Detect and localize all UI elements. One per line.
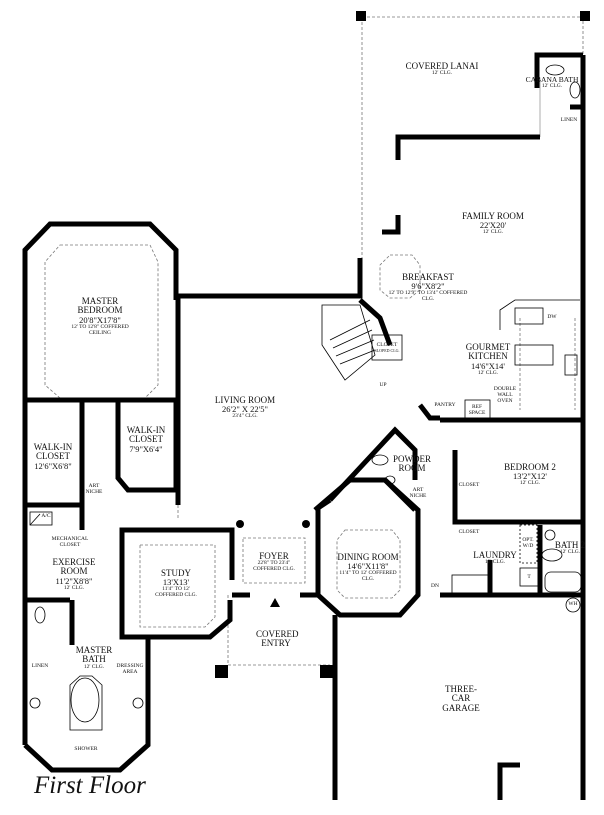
- label-opt-wd: OPT. W/D: [522, 537, 534, 549]
- label-up: UP: [379, 382, 387, 388]
- entry-arrow-icon: [270, 598, 280, 607]
- label-t: T: [527, 574, 531, 580]
- room-powder-room: POWDER ROOM: [393, 454, 431, 474]
- stair-treads: [329, 319, 376, 365]
- label-ac: A/C: [41, 513, 51, 519]
- room-three-car-garage: THREE-CAR GARAGE: [442, 684, 480, 713]
- label-double-wall-oven: DOUBLE WALL OVEN: [493, 386, 517, 404]
- label-wh: WH: [568, 601, 578, 607]
- dashed-lines: [44, 16, 584, 666]
- posts: [215, 11, 590, 678]
- label-ref-space: REF SPACE: [468, 404, 486, 416]
- label-dressing-area: DRESSING AREA: [116, 663, 144, 675]
- label-dn: DN: [431, 583, 439, 589]
- room-linen-cabana: LINEN: [560, 117, 578, 123]
- room-covered-entry: COVERED ENTRY: [256, 629, 299, 649]
- label-pantry: PANTRY: [434, 402, 456, 408]
- label-closet-bedroom-2: CLOSET: [458, 482, 480, 488]
- label-art-niche-2: ART NICHE: [409, 487, 427, 499]
- plan-title: First Floor: [34, 772, 146, 799]
- walls: [22, 52, 586, 800]
- label-dw: DW: [547, 314, 557, 320]
- label-art-niche-1: ART NICHE: [85, 483, 103, 495]
- label-mechanical-closet: MECHANICAL CLOSET: [51, 536, 89, 548]
- label-shower: SHOWER: [74, 746, 98, 752]
- fixtures: [29, 64, 582, 731]
- label-closet-laundry: CLOSET: [458, 529, 480, 535]
- label-linen-master: LINEN: [31, 663, 49, 669]
